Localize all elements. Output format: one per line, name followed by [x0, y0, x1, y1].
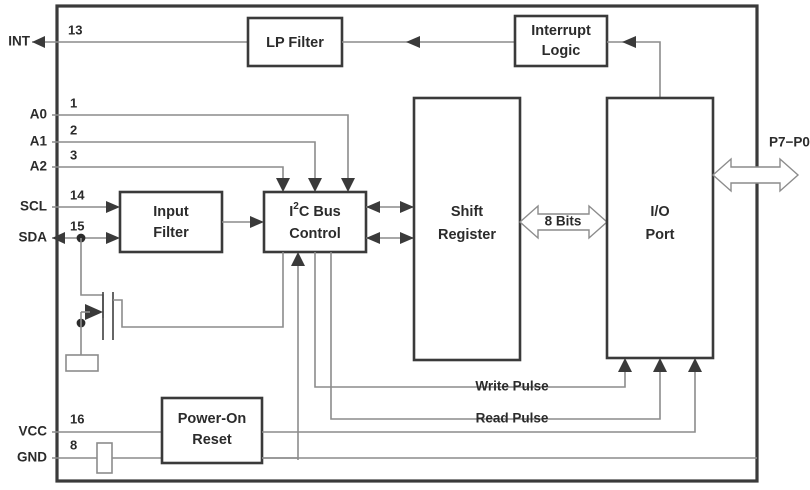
arrowhead-write-pulse	[618, 358, 632, 372]
block-i2c-bus-control-label-line1: I2C Bus	[289, 201, 341, 220]
pin-number-a2: 3	[70, 147, 77, 162]
pin-label-a0: A0	[30, 107, 47, 122]
arrowhead-a0	[341, 178, 355, 192]
arrowhead-a2	[276, 178, 290, 192]
block-interrupt-logic	[513, 14, 609, 68]
arrowhead-lpfilter-in	[406, 36, 420, 48]
arrowhead-i2c-in-left	[250, 216, 264, 228]
pin-number-vcc: 16	[70, 411, 84, 426]
block-i2c-bus-control-label-line2: Control	[289, 226, 341, 242]
transistor-pulldown-symbol	[65, 354, 99, 372]
wire-transistor-gate-to-i2c	[113, 252, 284, 328]
arrowhead-transistor-source	[85, 304, 103, 320]
arrowhead-i2c-shift-lower-left	[366, 232, 380, 244]
wire-ioport-to-interrupt	[607, 41, 661, 98]
block-input-filter	[118, 190, 224, 254]
chip-boundary	[55, 4, 759, 483]
pin-label-scl: SCL	[20, 199, 47, 214]
arrowhead-por-ioport	[688, 358, 702, 372]
arrowhead-i2c-shift-upper-left	[366, 201, 380, 213]
pin-number-int: 13	[68, 22, 82, 37]
arrowhead-a1	[308, 178, 322, 192]
i2c-label-pre: I	[289, 204, 293, 220]
pin-number-sda: 15	[70, 218, 84, 233]
block-lp-filter-label: LP Filter	[266, 35, 324, 51]
block-i2c-bus-control	[262, 190, 368, 254]
pin-label-int: INT	[8, 34, 31, 49]
arrowhead-sda-in	[106, 232, 120, 244]
block-shift-register	[412, 96, 522, 362]
signal-label-write-pulse: Write Pulse	[475, 379, 549, 394]
gnd-resistor-symbol	[96, 442, 113, 474]
block-shift-register-label-line1: Shift	[451, 204, 483, 220]
pin-label-vcc: VCC	[18, 424, 47, 439]
pin-number-a0: 1	[70, 95, 77, 110]
pin-number-gnd: 8	[70, 437, 77, 452]
bus-label-p7-p0: P7−P0	[769, 135, 810, 150]
block-interrupt-logic-label-line1: Interrupt	[531, 23, 591, 39]
wire-sda-to-transistor-drain	[80, 238, 104, 318]
block-power-on-reset	[160, 396, 264, 465]
i2c-label-sup: 2	[293, 201, 299, 212]
pin-number-a1: 2	[70, 122, 77, 137]
block-shift-register-label-line2: Register	[438, 227, 496, 243]
wire-a0	[52, 114, 349, 185]
block-interrupt-logic-label-line2: Logic	[542, 43, 581, 59]
block-io-port	[605, 96, 715, 360]
wire-write-pulse	[314, 252, 626, 388]
wire-a1	[52, 141, 316, 185]
arrowhead-i2c-shift-lower-right	[400, 232, 414, 244]
block-input-filter-label-line2: Filter	[153, 225, 189, 241]
arrowhead-scl	[106, 201, 120, 213]
block-power-on-reset-label-line1: Power-On	[178, 411, 246, 427]
bus-arrow-p7-p0	[711, 157, 800, 193]
block-io-port-label-line2: Port	[646, 227, 675, 243]
pin-label-a2: A2	[30, 159, 47, 174]
block-power-on-reset-label-line2: Reset	[192, 432, 232, 448]
pin-number-scl: 14	[70, 187, 85, 202]
block-input-filter-label-line1: Input	[153, 204, 189, 220]
signal-label-read-pulse: Read Pulse	[476, 411, 549, 426]
arrowhead-sda-out	[52, 232, 65, 244]
block-lp-filter	[246, 16, 344, 68]
arrowhead-int-out	[32, 36, 45, 48]
arrowhead-interrupt-in	[622, 36, 636, 48]
arrowhead-read-pulse	[653, 358, 667, 372]
arrowhead-i2c-bottom-input	[291, 252, 305, 266]
wire-por-to-ioport	[262, 366, 696, 433]
pin-label-gnd: GND	[17, 450, 47, 465]
bus-label-8bits: 8 Bits	[545, 214, 582, 229]
block-io-port-label-line1: I/O	[650, 204, 669, 220]
wire-read-pulse	[330, 252, 661, 420]
pin-label-sda: SDA	[18, 230, 47, 245]
wire-a2	[52, 166, 284, 185]
i2c-label-post: C Bus	[299, 204, 341, 220]
arrowhead-i2c-shift-upper-right	[400, 201, 414, 213]
pin-label-a1: A1	[30, 134, 48, 149]
